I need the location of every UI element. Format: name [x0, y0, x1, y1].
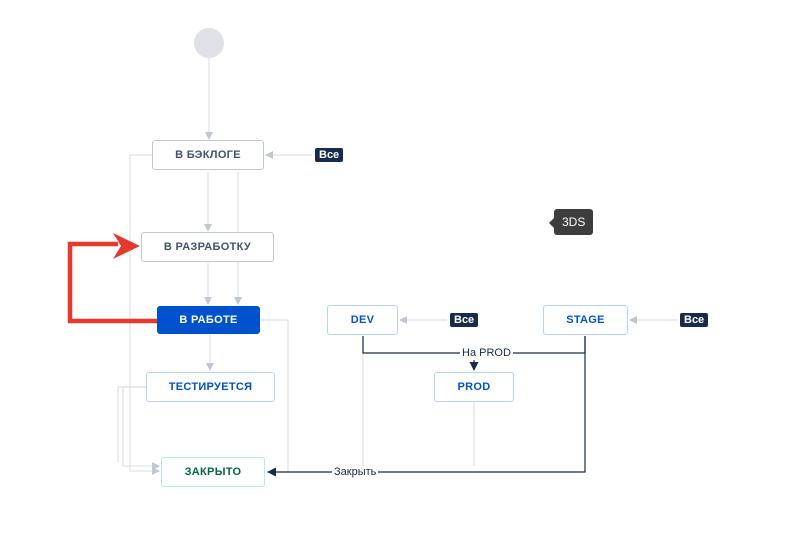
status-closed[interactable]: ЗАКРЫТО: [161, 457, 265, 487]
status-prod[interactable]: PROD: [434, 372, 514, 402]
connector-backlog-closed: [129, 154, 160, 475]
transition-to-prod-label[interactable]: На PROD: [460, 347, 513, 360]
status-testing[interactable]: ТЕСТИРУЕТСЯ: [146, 372, 275, 402]
status-to-dev[interactable]: В РАЗРАБОТКУ: [141, 232, 274, 262]
tooltip: 3DS: [548, 209, 594, 235]
tooltip-text: 3DS: [562, 215, 586, 229]
badge-all-stage[interactable]: Все: [680, 313, 709, 327]
transition-close-label[interactable]: Закрыть: [332, 466, 379, 479]
annotation-arrow-head: [113, 233, 140, 259]
connectors-selected: [267, 336, 586, 477]
status-dev-label: DEV: [350, 314, 375, 326]
status-testing-label: ТЕСТИРУЕТСЯ: [168, 381, 253, 393]
status-to-dev-label: В РАЗРАБОТКУ: [163, 241, 252, 253]
start-node: [194, 28, 224, 58]
status-closed-label: ЗАКРЫТО: [184, 466, 242, 478]
status-stage-label: STAGE: [566, 314, 605, 326]
badge-all-backlog[interactable]: Все: [315, 148, 344, 162]
badge-all-dev[interactable]: Все: [450, 313, 479, 327]
annotation-arrow-line: [67, 241, 158, 324]
status-stage[interactable]: STAGE: [543, 305, 628, 335]
status-in-progress[interactable]: В РАБОТЕ: [157, 306, 260, 334]
annotation-arrow: [67, 233, 158, 324]
status-prod-label: PROD: [457, 381, 491, 393]
status-in-progress-label: В РАБОТЕ: [179, 314, 238, 326]
status-dev[interactable]: DEV: [327, 305, 398, 335]
connectors-grey: [117, 58, 678, 475]
connector-stage-closed: [267, 336, 586, 477]
status-backlog[interactable]: В БЭКЛОГЕ: [152, 140, 264, 170]
status-backlog-label: В БЭКЛОГЕ: [175, 149, 241, 161]
